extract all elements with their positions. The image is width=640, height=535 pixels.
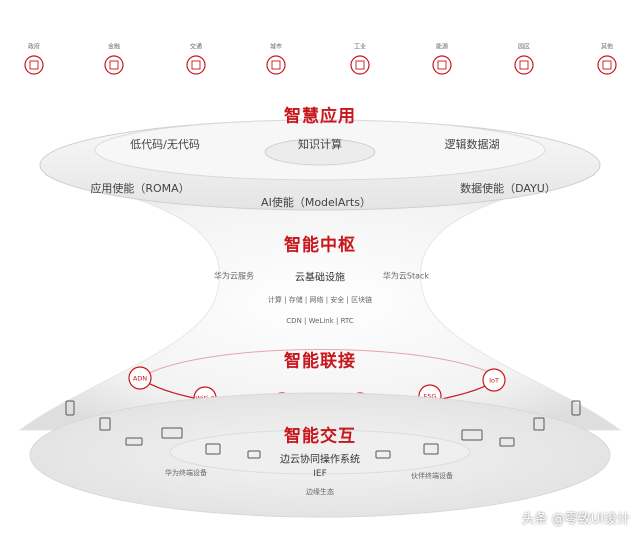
edge-cloud-os-label: 边云协同操作系统 xyxy=(280,454,360,466)
printer-icon xyxy=(499,437,515,447)
data-enablement-label: 数据使能（DAYU） xyxy=(460,182,556,195)
low-code-label: 低代码/无代码 xyxy=(130,138,200,151)
connection-node: IoT xyxy=(482,368,506,392)
pad-icon xyxy=(533,417,545,431)
phone-icon xyxy=(65,400,75,416)
smart-interaction-title: 智能交互 xyxy=(284,426,356,447)
industry-label: 园区 xyxy=(517,43,531,51)
hub-services-line2: CDN | WeLink | RTC xyxy=(286,317,354,325)
huawei-devices-label: 华为终端设备 xyxy=(165,469,207,477)
ief-label: IEF xyxy=(313,469,327,479)
app-enablement-label: 应用使能（ROMA） xyxy=(90,182,190,195)
connection-node-label: IoT xyxy=(489,377,499,385)
camera-icon xyxy=(247,450,261,459)
box-icon xyxy=(461,429,483,441)
industry-label: 政府 xyxy=(27,43,41,51)
cloud-infra-label: 云基础设施 xyxy=(295,272,345,284)
park-icon xyxy=(514,55,534,75)
energy-icon xyxy=(432,55,452,75)
industry-label: 金融 xyxy=(107,43,121,51)
top-disc-center xyxy=(264,138,376,166)
router-icon xyxy=(125,437,143,446)
edge-ecosystem-label: 边缘生态 xyxy=(306,488,334,496)
funnel-body xyxy=(18,174,622,431)
display-icon xyxy=(423,443,439,455)
gateway-icon xyxy=(375,450,391,459)
industry-label: 其他 xyxy=(600,43,614,51)
industry-label: 工业 xyxy=(353,43,367,51)
industry-label: 城市 xyxy=(269,43,283,51)
connection-node-label: ADN xyxy=(133,375,147,383)
ai-enablement-label: AI使能（ModelArts） xyxy=(261,196,371,209)
phone-right-icon xyxy=(571,400,581,416)
bank-icon xyxy=(104,55,124,75)
smart-application-title: 智慧应用 xyxy=(284,106,356,127)
transport-icon xyxy=(186,55,206,75)
knowledge-compute-label: 知识计算 xyxy=(298,138,342,151)
government-building-icon xyxy=(24,55,44,75)
industry-label: 能源 xyxy=(435,43,449,51)
connection-node: ADN xyxy=(128,366,152,390)
huawei-cloud-service-label: 华为云服务 xyxy=(214,271,254,281)
monitor-icon xyxy=(205,443,221,455)
smart-connection-title: 智能联接 xyxy=(284,351,356,372)
tablet-icon xyxy=(99,417,111,431)
watermark-text: 头条 @零致UI设计 xyxy=(521,512,630,527)
bottom-platform-inner xyxy=(169,429,471,475)
hub-services-line1: 计算 | 存储 | 网络 | 安全 | 区块链 xyxy=(267,296,373,304)
device-icons xyxy=(65,400,581,459)
huawei-cloud-stack-label: 华为云Stack xyxy=(382,271,430,281)
partner-devices-label: 伙伴终端设备 xyxy=(411,472,453,480)
connection-node-label: F5G xyxy=(424,393,437,401)
city-icon xyxy=(266,55,286,75)
logical-data-lake-label: 逻辑数据湖 xyxy=(444,138,500,151)
connection-ring-back xyxy=(139,349,501,379)
more-icon xyxy=(597,55,617,75)
industry-label: 交通 xyxy=(189,43,203,51)
smart-hub-title: 智能中枢 xyxy=(284,235,356,256)
factory-icon xyxy=(350,55,370,75)
industry-icons xyxy=(24,55,617,75)
server-icon xyxy=(161,427,183,439)
